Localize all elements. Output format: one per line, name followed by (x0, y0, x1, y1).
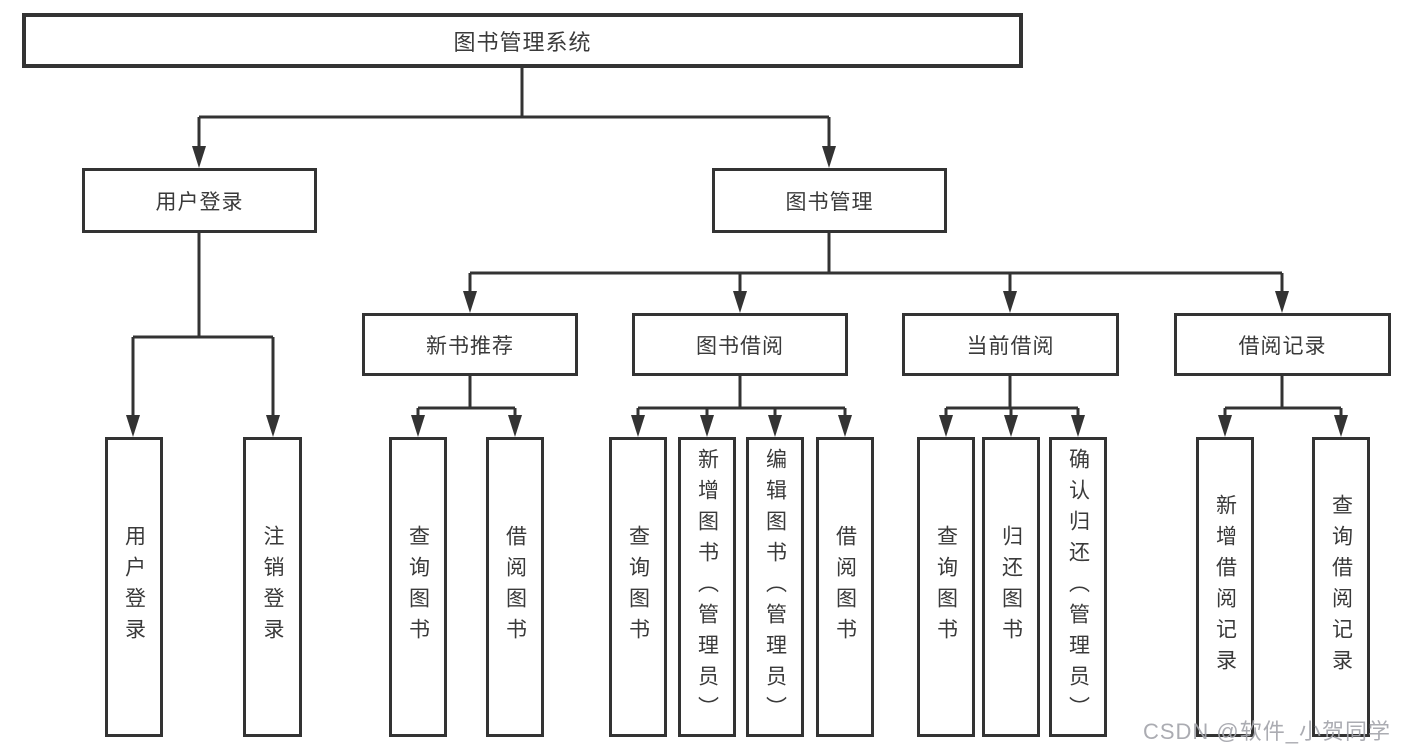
connector-mgmt-trunk (470, 233, 1282, 275)
arrowhead-current-confirm (1071, 415, 1085, 437)
leaf-borrow-edit-books-admin: 编辑图书（管理员） (746, 437, 804, 737)
connector-current-trunk (946, 376, 1078, 410)
arrowhead-leaf-logout (266, 415, 280, 437)
connector-borrow-trunk (638, 376, 845, 410)
node-book-management-label: 图书管理 (785, 190, 874, 214)
node-current-borrow-label: 当前借阅 (966, 334, 1055, 358)
arrowhead-login (192, 146, 206, 168)
node-root-label: 图书管理系统 (453, 29, 592, 55)
leaf-borrow-query-books-label: 查询图书 (626, 525, 650, 649)
arrowhead-records (1275, 291, 1289, 313)
node-root: 图书管理系统 (22, 13, 1023, 68)
leaf-borrow-add-books-admin: 新增图书（管理员） (678, 437, 736, 737)
arrowhead-borrow-borrow (838, 415, 852, 437)
leaf-current-return-books: 归还图书 (982, 437, 1040, 737)
leaf-borrow-borrow-books: 借阅图书 (816, 437, 874, 737)
leaf-borrow-borrow-books-label: 借阅图书 (833, 525, 857, 649)
node-borrow-records: 借阅记录 (1174, 313, 1391, 376)
arrowhead-current-return (1004, 415, 1018, 437)
connector-records-trunk (1225, 376, 1341, 410)
leaf-rec-query-books: 查询图书 (389, 437, 447, 737)
leaf-records-add-record-label: 新增借阅记录 (1213, 494, 1237, 680)
leaf-current-confirm-return-admin-label: 确认归还（管理员） (1066, 447, 1090, 727)
arrowhead-rec-borrow (508, 415, 522, 437)
leaf-logout-label: 注销登录 (261, 525, 284, 649)
node-book-borrow: 图书借阅 (632, 313, 848, 376)
connector-arrow-shaft (197, 117, 831, 148)
connector-login-trunk (133, 233, 273, 339)
arrowhead-records-add (1218, 415, 1232, 437)
leaf-rec-query-books-label: 查询图书 (406, 525, 430, 649)
arrowhead-borrow-add (700, 415, 714, 437)
node-book-borrow-label: 图书借阅 (696, 334, 784, 358)
node-book-management: 图书管理 (712, 168, 947, 233)
arrowhead-rec-query (411, 415, 425, 437)
arrowhead-rec (463, 291, 477, 313)
leaf-current-query-books: 查询图书 (917, 437, 975, 737)
leaf-borrow-query-books: 查询图书 (609, 437, 667, 737)
leaf-logout: 注销登录 (243, 437, 302, 737)
leaf-user-login: 用户登录 (105, 437, 163, 737)
arrowhead-records-query (1334, 415, 1348, 437)
leaf-records-add-record: 新增借阅记录 (1196, 437, 1254, 737)
node-new-book-recommend: 新书推荐 (362, 313, 578, 376)
leaf-current-confirm-return-admin: 确认归还（管理员） (1049, 437, 1107, 737)
leaf-records-query-record: 查询借阅记录 (1312, 437, 1370, 737)
arrowhead-borrow-query (631, 415, 645, 437)
leaf-user-login-label: 用户登录 (122, 525, 146, 649)
leaf-current-query-books-label: 查询图书 (934, 525, 958, 649)
node-user-login: 用户登录 (82, 168, 317, 233)
arrowhead-leaf-user-login (126, 415, 140, 437)
leaf-rec-borrow-books-label: 借阅图书 (503, 525, 527, 649)
node-user-login-label: 用户登录 (155, 190, 244, 214)
arrowhead-mgmt (822, 146, 836, 168)
node-new-book-recommend-label: 新书推荐 (426, 334, 514, 358)
arrowhead-current (1003, 291, 1017, 313)
arrowhead-borrow-edit (768, 415, 782, 437)
leaf-borrow-add-books-admin-label: 新增图书（管理员） (695, 447, 719, 727)
connector-rec-trunk (418, 376, 515, 410)
node-current-borrow: 当前借阅 (902, 313, 1119, 376)
connector-arrow-shaft (131, 337, 275, 417)
leaf-records-query-record-label: 查询借阅记录 (1329, 494, 1353, 680)
csdn-watermark: CSDN @软件_小贺同学 (1142, 719, 1391, 744)
leaf-current-return-books-label: 归还图书 (999, 525, 1023, 649)
connector-arrow-shaft (468, 273, 1284, 293)
arrowhead-current-query (939, 415, 953, 437)
arrowhead-borrow (733, 291, 747, 313)
leaf-borrow-edit-books-admin-label: 编辑图书（管理员） (763, 447, 787, 727)
connector-arrow-shaft (636, 408, 847, 417)
leaf-rec-borrow-books: 借阅图书 (486, 437, 544, 737)
node-borrow-records-label: 借阅记录 (1238, 334, 1327, 358)
